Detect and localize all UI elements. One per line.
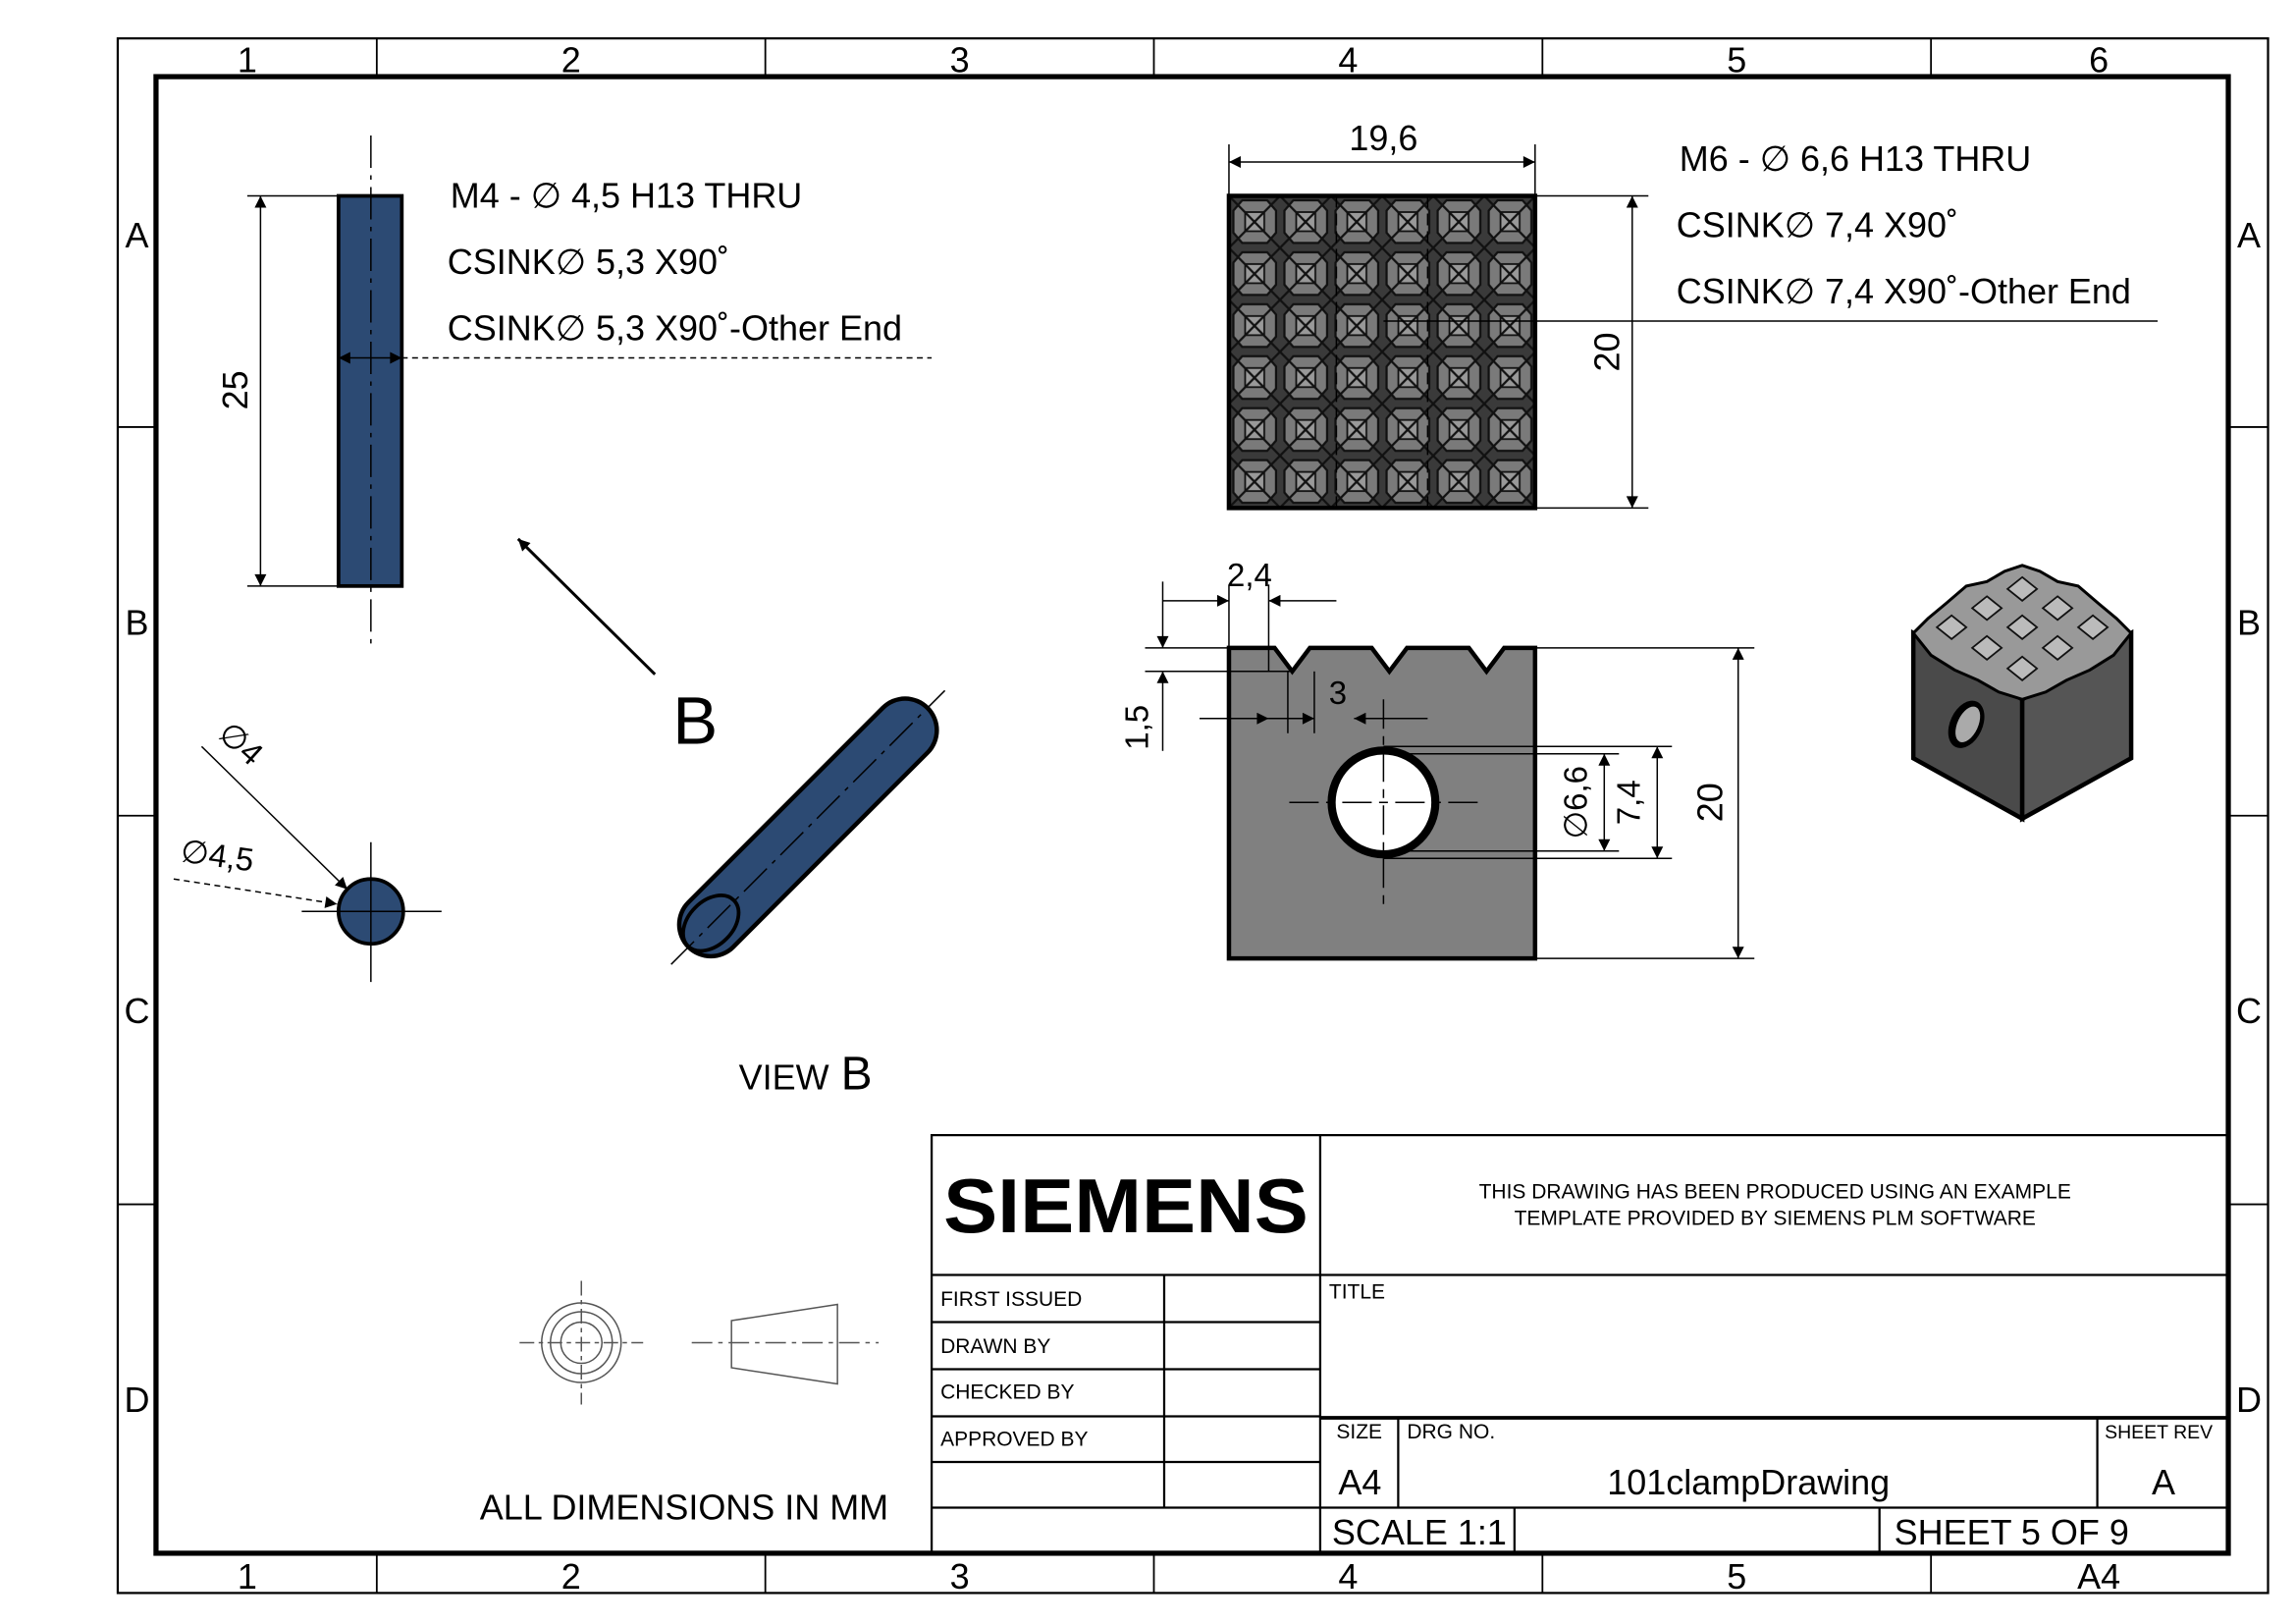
column-label: 1 [238, 1556, 257, 1597]
size-label: SIZE [1336, 1421, 1382, 1443]
view-arrow-label: B [672, 682, 718, 758]
scale: SCALE 1:1 [1332, 1512, 1507, 1552]
drawn-by-label: DRAWN BY [940, 1335, 1050, 1358]
column-label: 5 [1727, 40, 1746, 81]
dim-csink: 7,4 [1610, 780, 1646, 825]
dim-dia45: ∅4,5 [179, 833, 256, 879]
pin-end-view: ∅4 ∅4,5 [173, 714, 442, 983]
row-label: D [124, 1380, 149, 1420]
row-label: D [2236, 1380, 2262, 1420]
hole-note-line3: CSINK∅ 7,4 X90˚-Other End [1677, 271, 2131, 311]
column-label: 2 [561, 40, 581, 81]
column-label: 3 [950, 1556, 970, 1597]
first-issued-label: FIRST ISSUED [940, 1288, 1082, 1311]
drg-label: DRG NO. [1407, 1421, 1495, 1443]
column-label: 2 [561, 1556, 581, 1597]
dim-length: 25 [215, 370, 255, 409]
row-label: B [2237, 602, 2261, 642]
clamp-iso-view [1910, 564, 2134, 823]
dim-height-top: 20 [1586, 332, 1627, 371]
units-note: ALL DIMENSIONS IN MM [480, 1487, 888, 1527]
view-arrow: B [516, 537, 718, 758]
pin-front-view: 25 M4 - ∅ 4,5 H13 THRU CSINK∅ 5,3 X90˚ C… [215, 135, 933, 648]
approved-by-label: APPROVED BY [940, 1428, 1088, 1450]
dim-gap: 3 [1329, 675, 1347, 711]
row-label: A [125, 215, 148, 255]
row-label: B [125, 602, 148, 642]
dim-pitch: 2,4 [1227, 557, 1272, 593]
siemens-logo: SIEMENS [943, 1163, 1308, 1249]
column-label: 4 [1338, 1556, 1358, 1597]
projection-symbol [519, 1280, 880, 1405]
clamp-front-view: 2,4 1,5 3 ∅6,6 7,4 20 [1119, 557, 1755, 961]
rev-label: SHEET REV [2105, 1422, 2213, 1443]
dim-depth: 1,5 [1119, 705, 1155, 750]
column-label: A4 [2077, 1556, 2120, 1597]
rev-value: A [2152, 1462, 2175, 1502]
title-block: SIEMENS THIS DRAWING HAS BEEN PRODUCED U… [930, 1133, 2230, 1555]
clamp-top-view: 19,6 20 M6 - ∅ 6,6 H13 THRU CSINK∅ 7,4 X… [1226, 118, 2159, 511]
row-label: C [124, 991, 149, 1031]
dim-width: 19,6 [1349, 118, 1417, 158]
column-label: 3 [950, 40, 970, 81]
hole-note-line1: M6 - ∅ 6,6 H13 THRU [1680, 138, 2031, 179]
dim-dia4: ∅4 [212, 714, 271, 772]
column-label: 5 [1727, 1556, 1746, 1597]
row-label: C [2236, 991, 2262, 1031]
template-notice-line1: THIS DRAWING HAS BEEN PRODUCED USING AN … [1479, 1181, 2071, 1204]
column-label: 4 [1338, 40, 1358, 81]
dim-hole: ∅6,6 [1557, 766, 1593, 839]
hole-note-line1: M4 - ∅ 4,5 H13 THRU [451, 176, 802, 216]
sheet-number: SHEET 5 OF 9 [1895, 1512, 2129, 1552]
title-label: TITLE [1329, 1281, 1385, 1304]
hole-note-line2: CSINK∅ 5,3 X90˚ [448, 242, 729, 282]
drawing-number: 101clampDrawing [1607, 1462, 1890, 1502]
checked-by-label: CHECKED BY [940, 1380, 1074, 1403]
hole-note-line3: CSINK∅ 5,3 X90˚-Other End [448, 307, 902, 348]
dim-height-front: 20 [1689, 783, 1730, 822]
hole-note-line2: CSINK∅ 7,4 X90˚ [1677, 205, 1958, 245]
template-notice-line2: TEMPLATE PROVIDED BY SIEMENS PLM SOFTWAR… [1515, 1208, 2036, 1230]
column-label: 6 [2089, 40, 2109, 81]
column-label: 1 [238, 40, 257, 81]
size-value: A4 [1338, 1462, 1381, 1502]
row-label: A [2237, 215, 2261, 255]
